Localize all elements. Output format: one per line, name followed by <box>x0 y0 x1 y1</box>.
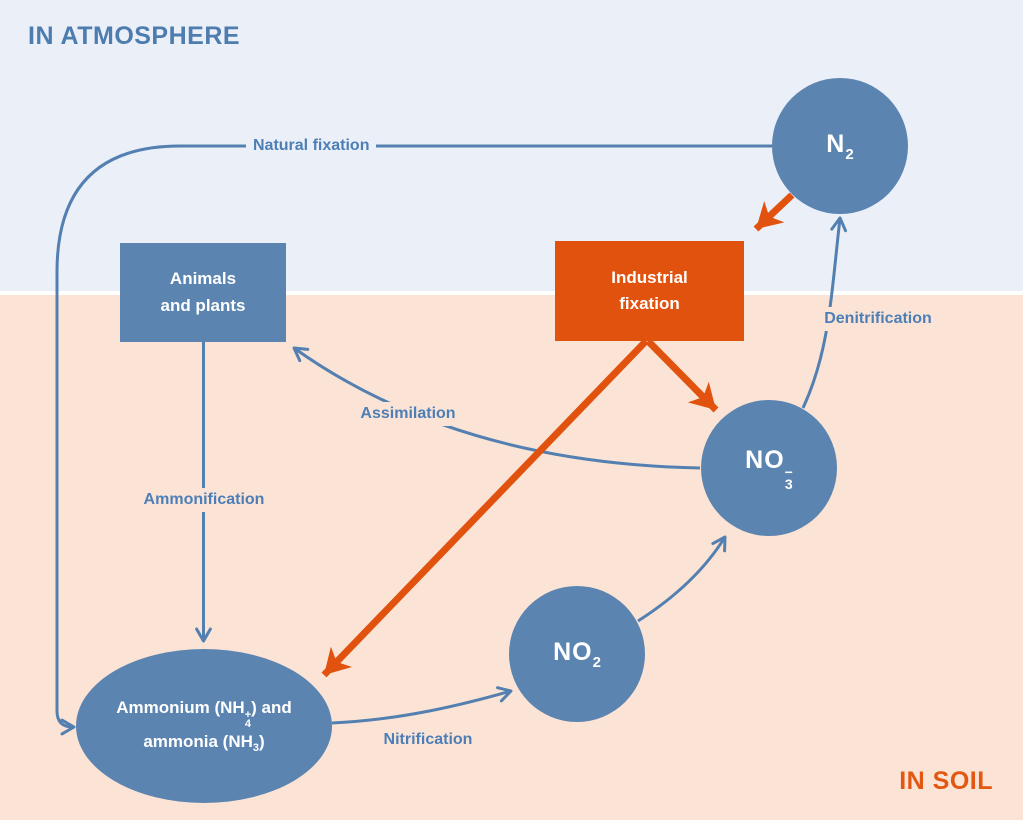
ammonium-ammonia-label: Ammonium (NH+4) and ammonia (NH3) <box>116 698 292 755</box>
industrial-to-no3-arrow <box>645 338 719 413</box>
soil-title: IN SOIL <box>899 767 993 795</box>
industrial-fixation-node: Industrial fixation <box>555 241 744 341</box>
atmosphere-title: IN ATMOSPHERE <box>28 22 241 50</box>
denitrification-label: Denitrification <box>817 307 939 331</box>
no3-node: NO−3 <box>701 400 837 536</box>
natural-fixation-label: Natural fixation <box>246 134 377 158</box>
n2-node: N2 <box>772 78 908 214</box>
animals-and-plants-node: Animals and plants <box>120 243 286 342</box>
ammonification-label: Ammonification <box>136 488 272 512</box>
no2-node: NO2 <box>509 586 645 722</box>
ammonium-ammonia-node: Ammonium (NH+4) and ammonia (NH3) <box>76 649 332 803</box>
assimilation-arrow <box>292 346 701 470</box>
nitrite-to-nitrate-arrow <box>637 535 727 623</box>
atmosphere-soil-divider <box>0 291 1023 295</box>
no2-formula: NO2 <box>553 637 601 671</box>
industrial-to-ammonium-arrow <box>321 338 649 678</box>
assimilation-label: Assimilation <box>353 402 463 426</box>
nitrification-label: Nitrification <box>383 731 473 748</box>
industrial-fixation-label: Industrial fixation <box>611 267 688 313</box>
no3-formula: NO−3 <box>745 445 793 492</box>
animals-and-plants-label: Animals and plants <box>160 269 246 315</box>
n2-formula: N2 <box>826 129 854 163</box>
nitrification-arrow <box>331 686 513 725</box>
natural-fixation-arrow <box>55 144 772 736</box>
n2-to-industrial-arrow <box>753 192 795 232</box>
